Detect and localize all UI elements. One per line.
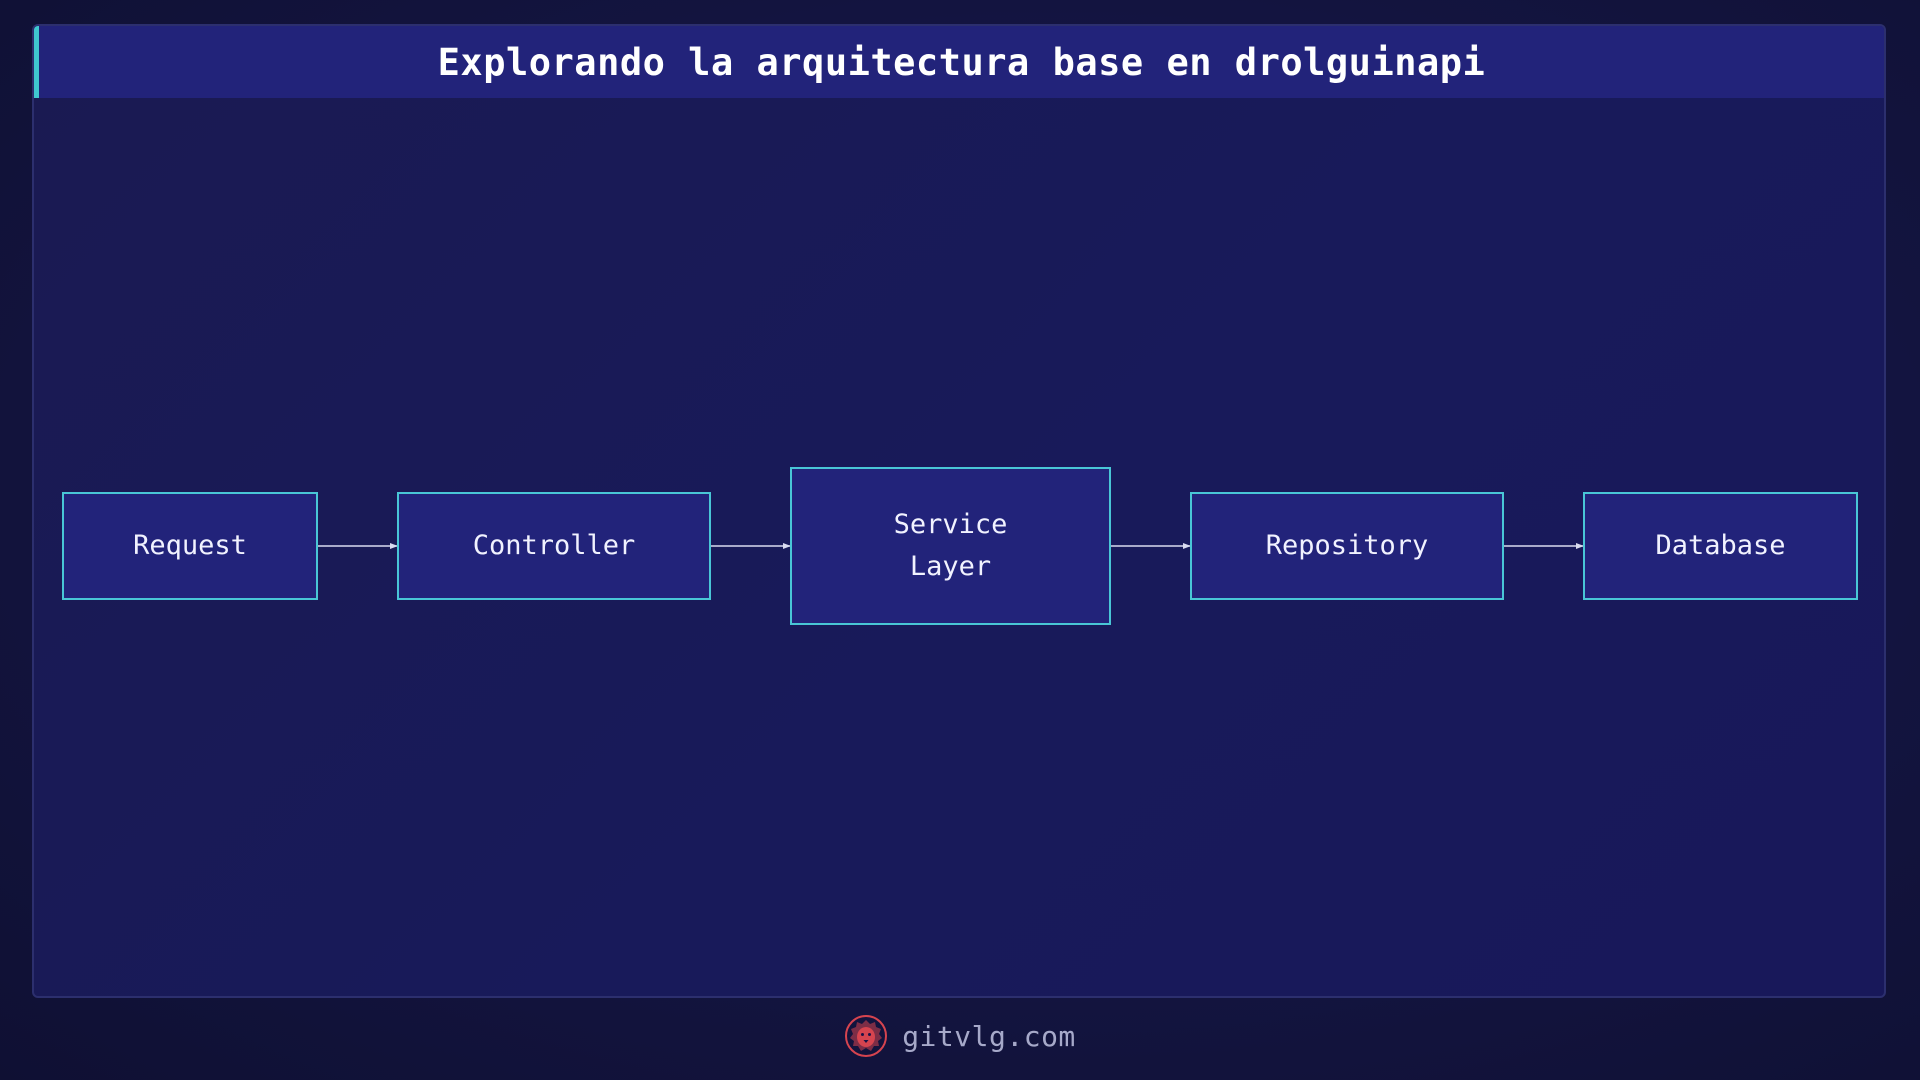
lion-head-icon (845, 1015, 888, 1057)
footer-site-text[interactable]: gitvlg.com (902, 1019, 1076, 1053)
title-bar: Explorando la arquitectura base en drolg… (34, 26, 1884, 98)
node-database: Database (1583, 492, 1858, 600)
page-title: Explorando la arquitectura base en drolg… (437, 40, 1486, 84)
node-controller: Controller (397, 492, 711, 600)
node-repository: Repository (1190, 492, 1504, 600)
diagram-card: Explorando la arquitectura base en drolg… (32, 24, 1886, 998)
node-service-layer: Service Layer (790, 467, 1111, 625)
footer: gitvlg.com (0, 1008, 1920, 1064)
node-request: Request (62, 492, 318, 600)
